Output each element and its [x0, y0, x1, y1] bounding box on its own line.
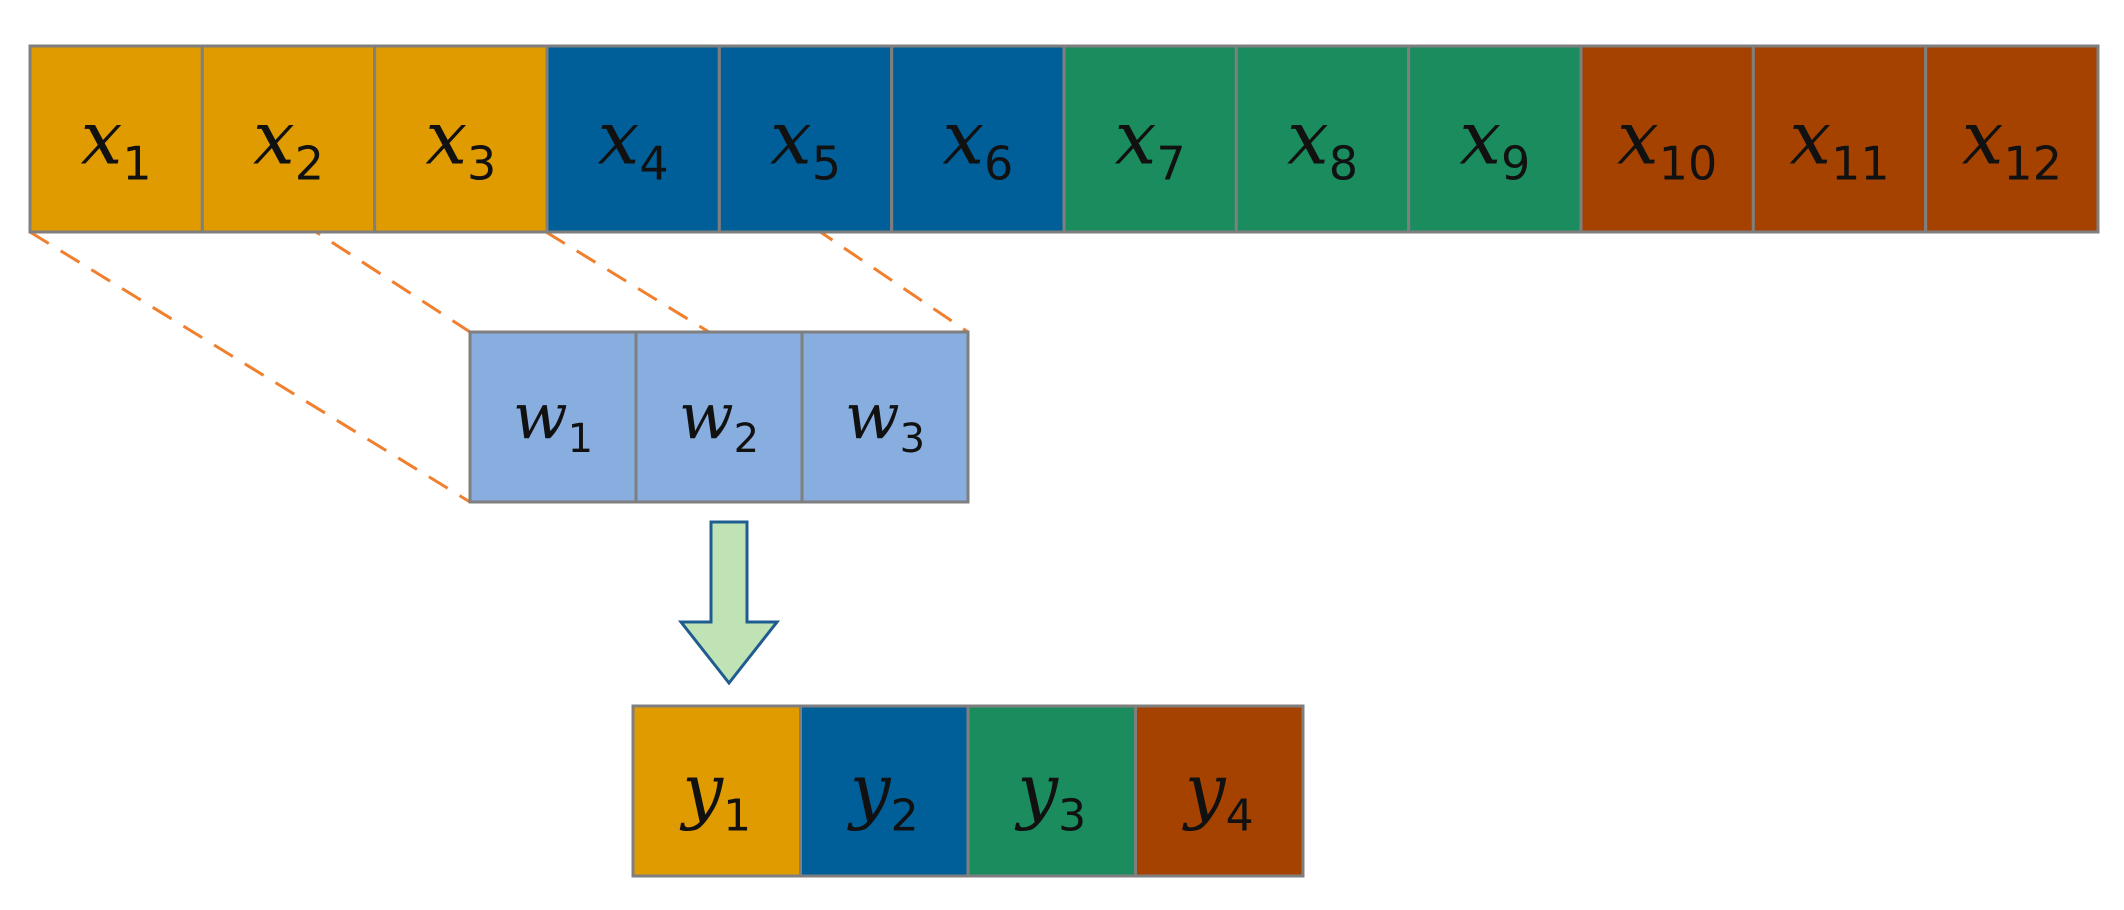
input-cell: x12	[1924, 44, 2100, 234]
output-cell-label: y3	[1014, 748, 1086, 842]
down-arrow-icon	[677, 520, 781, 686]
input-cell-label: x1	[81, 95, 152, 190]
kernel-cell: w3	[800, 330, 970, 504]
input-symbol: x	[425, 95, 467, 181]
input-symbol: x	[1287, 95, 1329, 181]
input-subscript: 4	[639, 137, 668, 191]
output-subscript: 4	[1226, 791, 1254, 842]
kernel-symbol: w	[679, 380, 734, 454]
input-cell-label: x11	[1789, 95, 1889, 190]
input-symbol: x	[942, 95, 984, 181]
input-cell: x8	[1234, 44, 1411, 234]
input-cell: x5	[717, 44, 894, 234]
input-cell: x1	[28, 44, 204, 234]
input-cell-label: x7	[1115, 95, 1186, 190]
output-cell-box	[966, 704, 1137, 878]
input-subscript: 6	[984, 137, 1013, 191]
input-cell-box	[1407, 44, 1583, 234]
kernel-subscript: 2	[734, 416, 759, 462]
input-symbol: x	[1617, 95, 1659, 181]
output-cell-label: y2	[847, 748, 919, 842]
kernel-symbol: w	[513, 380, 568, 454]
input-cell-label: x5	[770, 95, 841, 190]
input-symbol: x	[770, 95, 812, 181]
input-cell-box	[890, 44, 1066, 234]
kernel-subscript: 3	[900, 416, 925, 462]
input-cell-label: x9	[1459, 95, 1530, 190]
receptive-field-guide-line	[29, 230, 471, 504]
kernel-subscript: 1	[568, 416, 593, 462]
output-symbol: y	[847, 748, 892, 832]
output-cell-label: y1	[679, 748, 751, 842]
output-subscript: 2	[891, 791, 919, 842]
input-subscript: 11	[1831, 137, 1890, 191]
input-subscript: 3	[467, 137, 496, 191]
input-cell: x3	[373, 44, 549, 234]
input-symbol: x	[1962, 95, 2004, 181]
input-cell-label: x4	[598, 95, 669, 190]
output-symbol: y	[1014, 748, 1059, 832]
input-cell: x7	[1062, 44, 1238, 234]
output-cell: y3	[966, 704, 1137, 878]
output-symbol: y	[1182, 748, 1227, 832]
kernel-cell-label: w2	[679, 380, 759, 462]
input-symbol: x	[1459, 95, 1501, 181]
output-cell: y1	[631, 704, 802, 878]
input-cell-label: x3	[425, 95, 496, 190]
input-subscript: 8	[1329, 137, 1358, 191]
input-cell: x2	[200, 44, 377, 234]
input-cell: x9	[1407, 44, 1583, 234]
input-symbol: x	[81, 95, 123, 181]
input-cell-box	[1924, 44, 2100, 234]
input-cell-box	[545, 44, 721, 234]
kernel-symbol: w	[845, 380, 900, 454]
input-cell-label: x10	[1617, 95, 1717, 190]
input-subscript: 12	[2003, 137, 2062, 191]
output-cell-box	[1134, 704, 1305, 878]
kernel-cell-box	[800, 330, 970, 504]
output-symbol: y	[679, 748, 724, 832]
input-cell: x11	[1751, 44, 1928, 234]
down-arrow-icon-shape	[677, 520, 781, 686]
input-subscript: 2	[295, 137, 324, 191]
output-cell-box	[631, 704, 802, 878]
input-cell-label: x8	[1287, 95, 1358, 190]
input-symbol: x	[1115, 95, 1157, 181]
input-symbol: x	[253, 95, 295, 181]
input-cell-label: x12	[1962, 95, 2062, 190]
input-cell: x6	[890, 44, 1066, 234]
input-cell: x10	[1579, 44, 1755, 234]
output-subscript: 1	[723, 791, 751, 842]
kernel-cell: w2	[634, 330, 804, 504]
input-cell-box	[373, 44, 549, 234]
input-subscript: 1	[122, 137, 151, 191]
input-subscript: 9	[1501, 137, 1530, 191]
input-symbol: x	[598, 95, 640, 181]
output-subscript: 3	[1058, 791, 1086, 842]
input-cell-box	[1234, 44, 1411, 234]
input-cell: x4	[545, 44, 721, 234]
input-subscript: 10	[1659, 137, 1718, 191]
output-cell: y4	[1134, 704, 1305, 878]
output-cell: y2	[799, 704, 970, 878]
output-cell-box	[799, 704, 970, 878]
kernel-cell-label: w1	[513, 380, 593, 462]
input-symbol: x	[1789, 95, 1831, 181]
receptive-field-guide-line	[545, 230, 710, 334]
input-cell-box	[28, 44, 204, 234]
input-subscript: 5	[812, 137, 841, 191]
input-cell-label: x6	[942, 95, 1013, 190]
input-cell-box	[1579, 44, 1755, 234]
kernel-cell-label: w3	[845, 380, 925, 462]
kernel-cell: w1	[468, 330, 638, 504]
input-cell-label: x2	[253, 95, 324, 190]
kernel-cell-box	[468, 330, 638, 504]
input-subscript: 7	[1156, 137, 1185, 191]
output-cell-label: y4	[1182, 748, 1254, 842]
